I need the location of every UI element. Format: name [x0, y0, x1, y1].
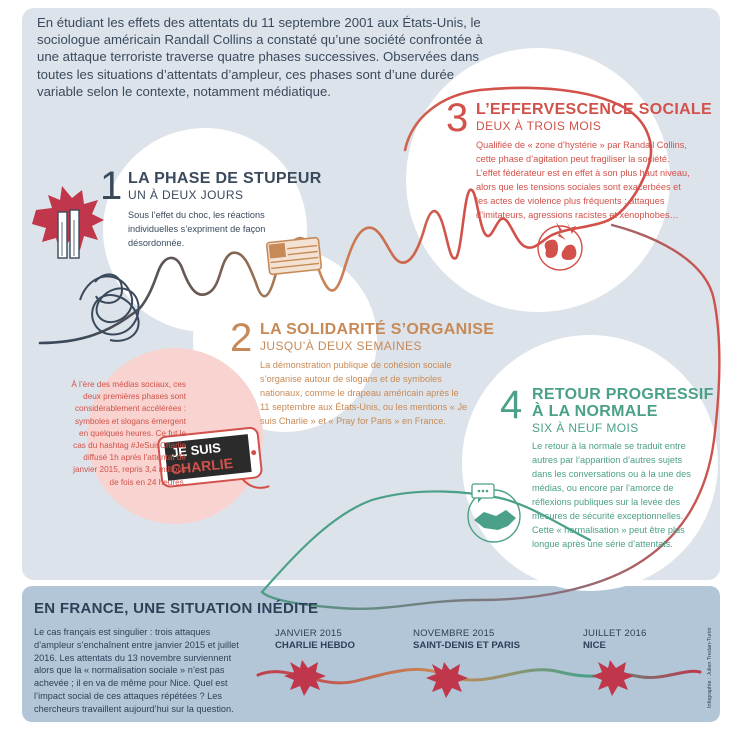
explosion-icon — [284, 660, 634, 698]
phase-4-title-line-2: À LA NORMALE — [532, 403, 658, 420]
timeline-return — [260, 490, 592, 594]
event-1-date: JANVIER 2015 — [275, 628, 342, 639]
speech-bubble-icon — [471, 483, 495, 503]
phase-1-title: LA PHASE DE STUPEUR — [128, 170, 322, 187]
event-2-name: SAINT-DENIS ET PARIS — [413, 640, 520, 651]
timeline-tail — [260, 223, 721, 610]
phase-4-number: 4 — [500, 383, 523, 427]
media-note-text: À l’ère des médias sociaux, ces deux pre… — [71, 380, 186, 487]
france-title: EN FRANCE, UNE SITUATION INÉDITE — [34, 600, 319, 617]
phone-text-line-1: JE SUIS — [170, 440, 221, 460]
event-3-date: JUILLET 2016 — [583, 628, 647, 639]
fists-icon — [537, 220, 583, 271]
phase-4-text: Le retour à la normale se traduit entre … — [532, 441, 691, 549]
twin-towers-explosion-icon — [32, 186, 104, 259]
phase-1-number: 1 — [100, 164, 123, 208]
phase-4-duration: SIX À NEUF MOIS — [532, 421, 639, 435]
phase-1-duration: UN À DEUX JOURS — [128, 188, 244, 202]
france-timeline-line — [256, 667, 702, 685]
event-3-name: NICE — [583, 640, 606, 651]
phase-1-text: Sous l’effet du choc, les réactions indi… — [128, 210, 266, 248]
phone-je-suis-charlie-icon: JE SUIS CHARLIE — [157, 426, 270, 489]
phase-3-number: 3 — [446, 96, 469, 140]
phase-3-circle — [406, 48, 670, 312]
phone-text-line-2: CHARLIE — [170, 455, 234, 477]
timeline-line — [38, 86, 653, 345]
flag-icon — [265, 236, 323, 276]
event-1-name: CHARLIE HEBDO — [275, 640, 355, 651]
phase-3-duration: DEUX À TROIS MOIS — [476, 119, 602, 133]
phase-2-text: La démonstration publique de cohésion so… — [260, 360, 468, 426]
event-2-date: NOVEMBRE 2015 — [413, 628, 495, 639]
phase-2-number: 2 — [230, 316, 253, 360]
phase-3-text: Qualifiée de « zone d’hystérie » par Ran… — [476, 140, 690, 220]
phase-4-title-line-1: RETOUR PROGRESSIF — [532, 386, 714, 403]
phase-4-circle — [462, 335, 718, 591]
phase-4-title: RETOUR PROGRESSIF À LA NORMALE — [532, 386, 714, 420]
credit-text: Infographie : Julien Tredan-Turini — [707, 627, 713, 708]
phase-3-title: L’EFFERVESCENCE SOCIALE — [476, 101, 712, 118]
scribble-knot-icon — [79, 273, 140, 342]
phase-2-duration: JUSQU’À DEUX SEMAINES — [260, 339, 422, 353]
intro-text: En étudiant les effets des attentats du … — [37, 15, 483, 99]
france-text: Le cas français est singulier : trois at… — [34, 627, 239, 714]
phase-2-title: LA SOLIDARITÉ S’ORGANISE — [260, 321, 495, 338]
